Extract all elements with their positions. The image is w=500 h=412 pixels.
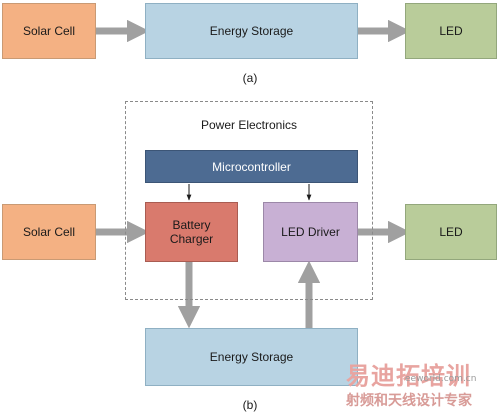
watermark-slogan: 射频和天线设计专家	[346, 393, 472, 409]
caption-b: (b)	[242, 398, 258, 412]
microcontroller-box: Microcontroller	[145, 150, 358, 183]
led-box-b: LED	[405, 204, 497, 260]
solar-cell-box-a: Solar Cell	[2, 3, 96, 59]
solar-cell-label-a: Solar Cell	[22, 24, 76, 38]
energy-storage-box-b: Energy Storage	[145, 328, 358, 386]
microcontroller-label: Microcontroller	[212, 159, 291, 174]
led-box-a: LED	[405, 3, 497, 59]
power-electronics-boundary	[125, 101, 373, 300]
battery-charger-label: Battery Charger	[169, 218, 214, 246]
caption-a: (a)	[242, 71, 258, 85]
solar-cell-box-b: Solar Cell	[2, 204, 96, 260]
solar-cell-label-b: Solar Cell	[22, 225, 76, 239]
energy-storage-label-a: Energy Storage	[209, 24, 294, 38]
energy-storage-box-a: Energy Storage	[145, 3, 358, 59]
watermark-site: eeworld.com.cn	[405, 374, 477, 384]
led-driver-box: LED Driver	[263, 202, 358, 262]
energy-storage-label-b: Energy Storage	[209, 350, 294, 364]
watermark-brand: 易迪拓培训	[346, 362, 471, 390]
led-driver-label: LED Driver	[281, 225, 340, 239]
led-label-b: LED	[439, 225, 463, 239]
battery-charger-box: Battery Charger	[145, 202, 238, 262]
power-electronics-label: Power Electronics	[200, 118, 298, 132]
led-label-a: LED	[439, 24, 463, 38]
